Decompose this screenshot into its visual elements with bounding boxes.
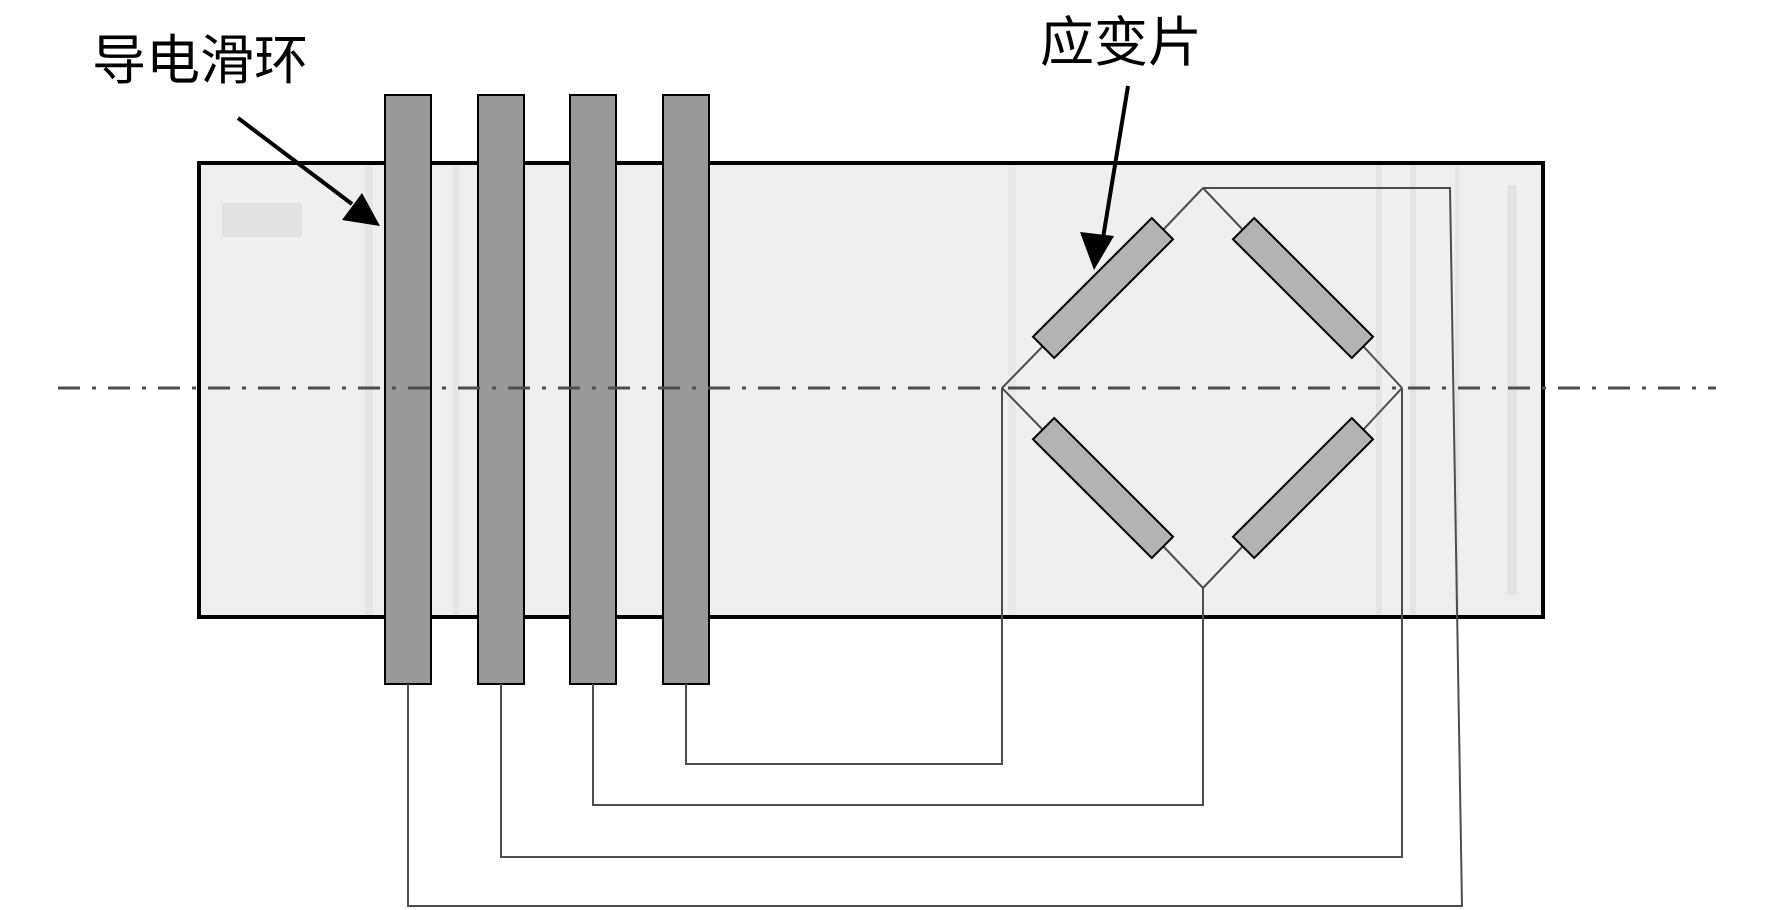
arrow-icon: [1080, 85, 1130, 270]
shaft-shade-stripe: [222, 203, 302, 237]
shaft-outline: [197, 161, 1545, 619]
shaft-shade-stripe: [1008, 165, 1016, 615]
strain-gauge-pointer-line: [1101, 85, 1130, 239]
arrow-icon: [236, 116, 380, 226]
bridge-wire: [1362, 387, 1403, 431]
lead-wires: [407, 187, 1464, 907]
lead-wire: [685, 388, 1003, 765]
shaft-shade-stripe: [1410, 165, 1416, 615]
strain-gauge-pointer-head: [1080, 232, 1114, 270]
strain-gauge-label: 应变片: [1040, 11, 1202, 74]
strain-gauges: [1031, 216, 1375, 560]
strain-gauge: [1231, 216, 1375, 360]
bridge-wire: [1001, 387, 1044, 431]
bridge-wire: [1202, 187, 1244, 231]
bridge-wire: [1362, 345, 1403, 389]
shaft-shade-stripe: [1455, 165, 1459, 615]
bridge-wire: [1001, 345, 1044, 389]
lead-wire: [500, 388, 1403, 858]
bridge-wire: [1202, 545, 1244, 589]
shaft-shade-stripe: [1507, 185, 1517, 595]
strain-gauge: [1031, 216, 1175, 360]
slip-ring-label: 导电滑环: [92, 29, 308, 92]
slip-ring-pointer-head: [342, 193, 380, 226]
shaft-shade-stripe: [1376, 165, 1382, 615]
strain-gauge: [1031, 416, 1175, 560]
slip-ring-pointer-line: [236, 116, 354, 206]
bridge-wire: [1162, 545, 1204, 589]
lead-wire: [592, 588, 1204, 806]
shaft-shade-stripe: [453, 165, 459, 615]
lead-wire: [407, 187, 1464, 907]
bridge-wires: [1001, 187, 1403, 589]
shaft-shade-stripe: [365, 165, 373, 615]
strain-gauge: [1231, 416, 1375, 560]
bridge-wire: [1162, 187, 1204, 231]
